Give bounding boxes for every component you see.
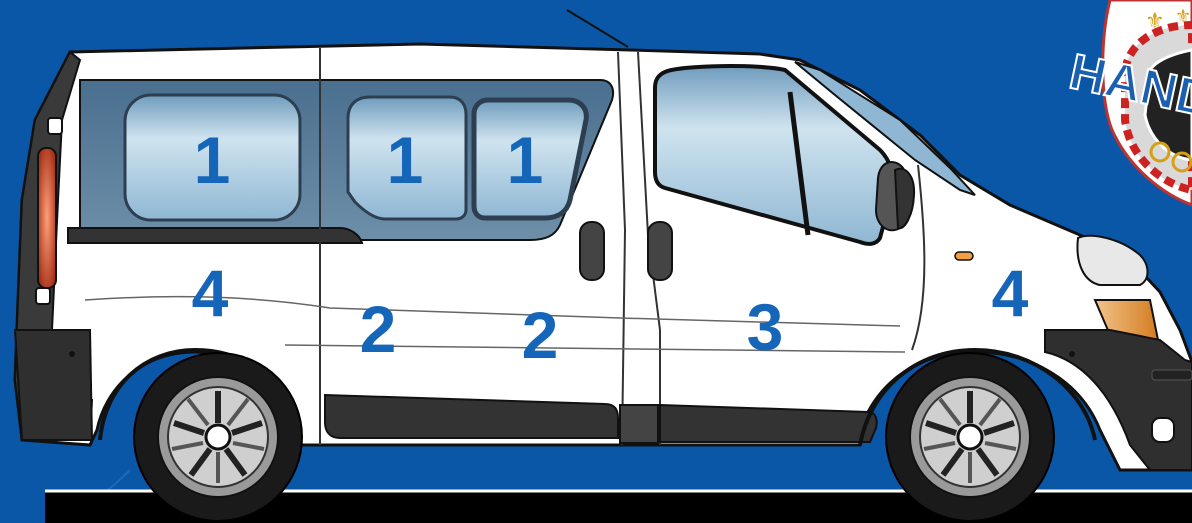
zone-label-front-door: 3 [747,290,784,364]
zone-label-sliding-door-rear: 2 [360,292,397,366]
sliding-door-handle [580,222,604,280]
rear-lamp-bottom [36,288,50,304]
fog-lamp [1152,418,1174,442]
zone-label-side-window-b: 1 [507,123,544,197]
front-wheel [886,353,1054,521]
zone-label-rear-window: 1 [194,123,231,197]
fleur-de-lis-icon-1: ⚜ [1145,9,1165,34]
sill-strip-mid [620,405,658,443]
sill-strip-front [660,405,877,442]
fleur-de-lis-icon-2: ⚜ [1175,6,1191,27]
rear-bumper [15,330,92,440]
zone-label-side-window-a: 1 [387,123,424,197]
bumper-slot [1152,370,1192,380]
rear-wheel [134,353,302,521]
zone-label-rear-quarter: 4 [192,256,229,330]
side-rail [68,228,362,243]
front-marker [1069,351,1075,357]
rear-lamp-top [48,118,62,134]
front-door-handle [648,222,672,280]
rear-lamp [38,148,56,288]
rear-marker [69,351,75,357]
zone-label-sliding-door-front: 2 [522,298,559,372]
side-indicator [955,252,973,260]
zone-label-front-wing: 4 [992,256,1029,330]
